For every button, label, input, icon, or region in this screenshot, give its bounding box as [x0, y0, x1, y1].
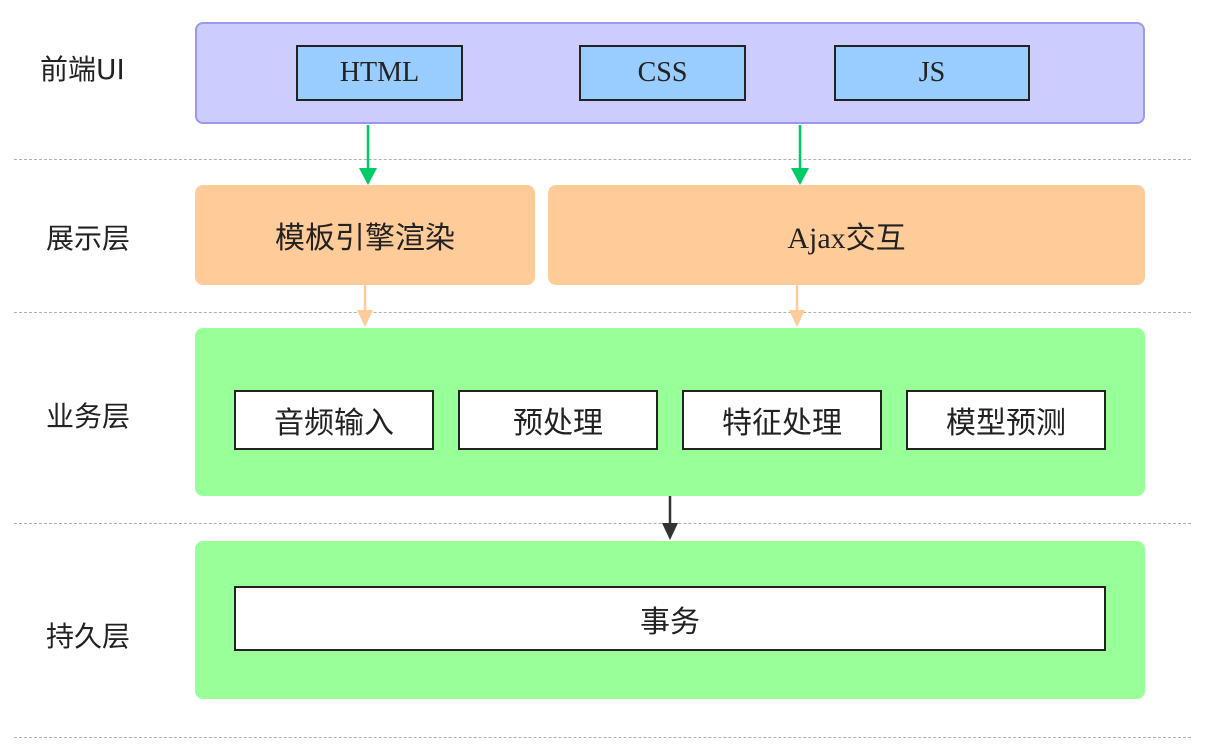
module-preprocessing-label: 预处理	[513, 406, 603, 441]
divider-4	[14, 737, 1191, 738]
module-feature-processing[interactable]: 特征处理	[682, 390, 882, 450]
layer-label-persistence-text: 持久层	[46, 620, 131, 653]
transaction-box[interactable]: 事务	[234, 586, 1106, 651]
template-rendering-label: 模板引擎渲染	[275, 221, 455, 256]
css-box-label: CSS	[637, 57, 688, 88]
ajax-label: Ajax交互	[787, 222, 906, 255]
arrow-template-to-business	[357, 285, 373, 327]
js-box[interactable]: JS	[834, 45, 1030, 101]
module-audio-input[interactable]: 音频输入	[234, 390, 434, 450]
layer-label-presentation-text: 展示层	[46, 222, 131, 255]
css-box[interactable]: CSS	[579, 45, 746, 101]
html-box[interactable]: HTML	[296, 45, 463, 101]
layer-label-business-text: 业务层	[46, 400, 131, 433]
divider-1	[14, 159, 1191, 160]
layer-label-persistence: 持久层	[46, 615, 130, 655]
layer-label-presentation: 展示层	[46, 217, 130, 257]
module-preprocessing[interactable]: 预处理	[458, 390, 658, 450]
transaction-label: 事务	[640, 604, 700, 640]
module-feature-processing-label: 特征处理	[722, 406, 842, 441]
html-box-label: HTML	[339, 57, 420, 88]
template-rendering-box[interactable]: 模板引擎渲染	[195, 185, 535, 285]
ajax-box[interactable]: Ajax交互	[548, 185, 1145, 285]
module-audio-input-label: 音频输入	[274, 406, 394, 441]
module-model-prediction-label: 模型预测	[946, 406, 1066, 441]
arrow-business-to-persistence	[662, 496, 678, 540]
layer-label-frontend-text: 前端UI	[40, 53, 125, 86]
module-model-prediction[interactable]: 模型预测	[906, 390, 1106, 450]
layer-label-frontend: 前端UI	[40, 48, 125, 88]
layer-label-business: 业务层	[46, 395, 130, 435]
divider-3	[14, 523, 1191, 524]
arrow-css-to-ajax	[791, 125, 809, 185]
divider-2	[14, 312, 1191, 313]
js-box-label: JS	[918, 57, 946, 88]
arrow-html-to-template	[359, 125, 377, 185]
arrow-ajax-to-business	[789, 285, 805, 327]
